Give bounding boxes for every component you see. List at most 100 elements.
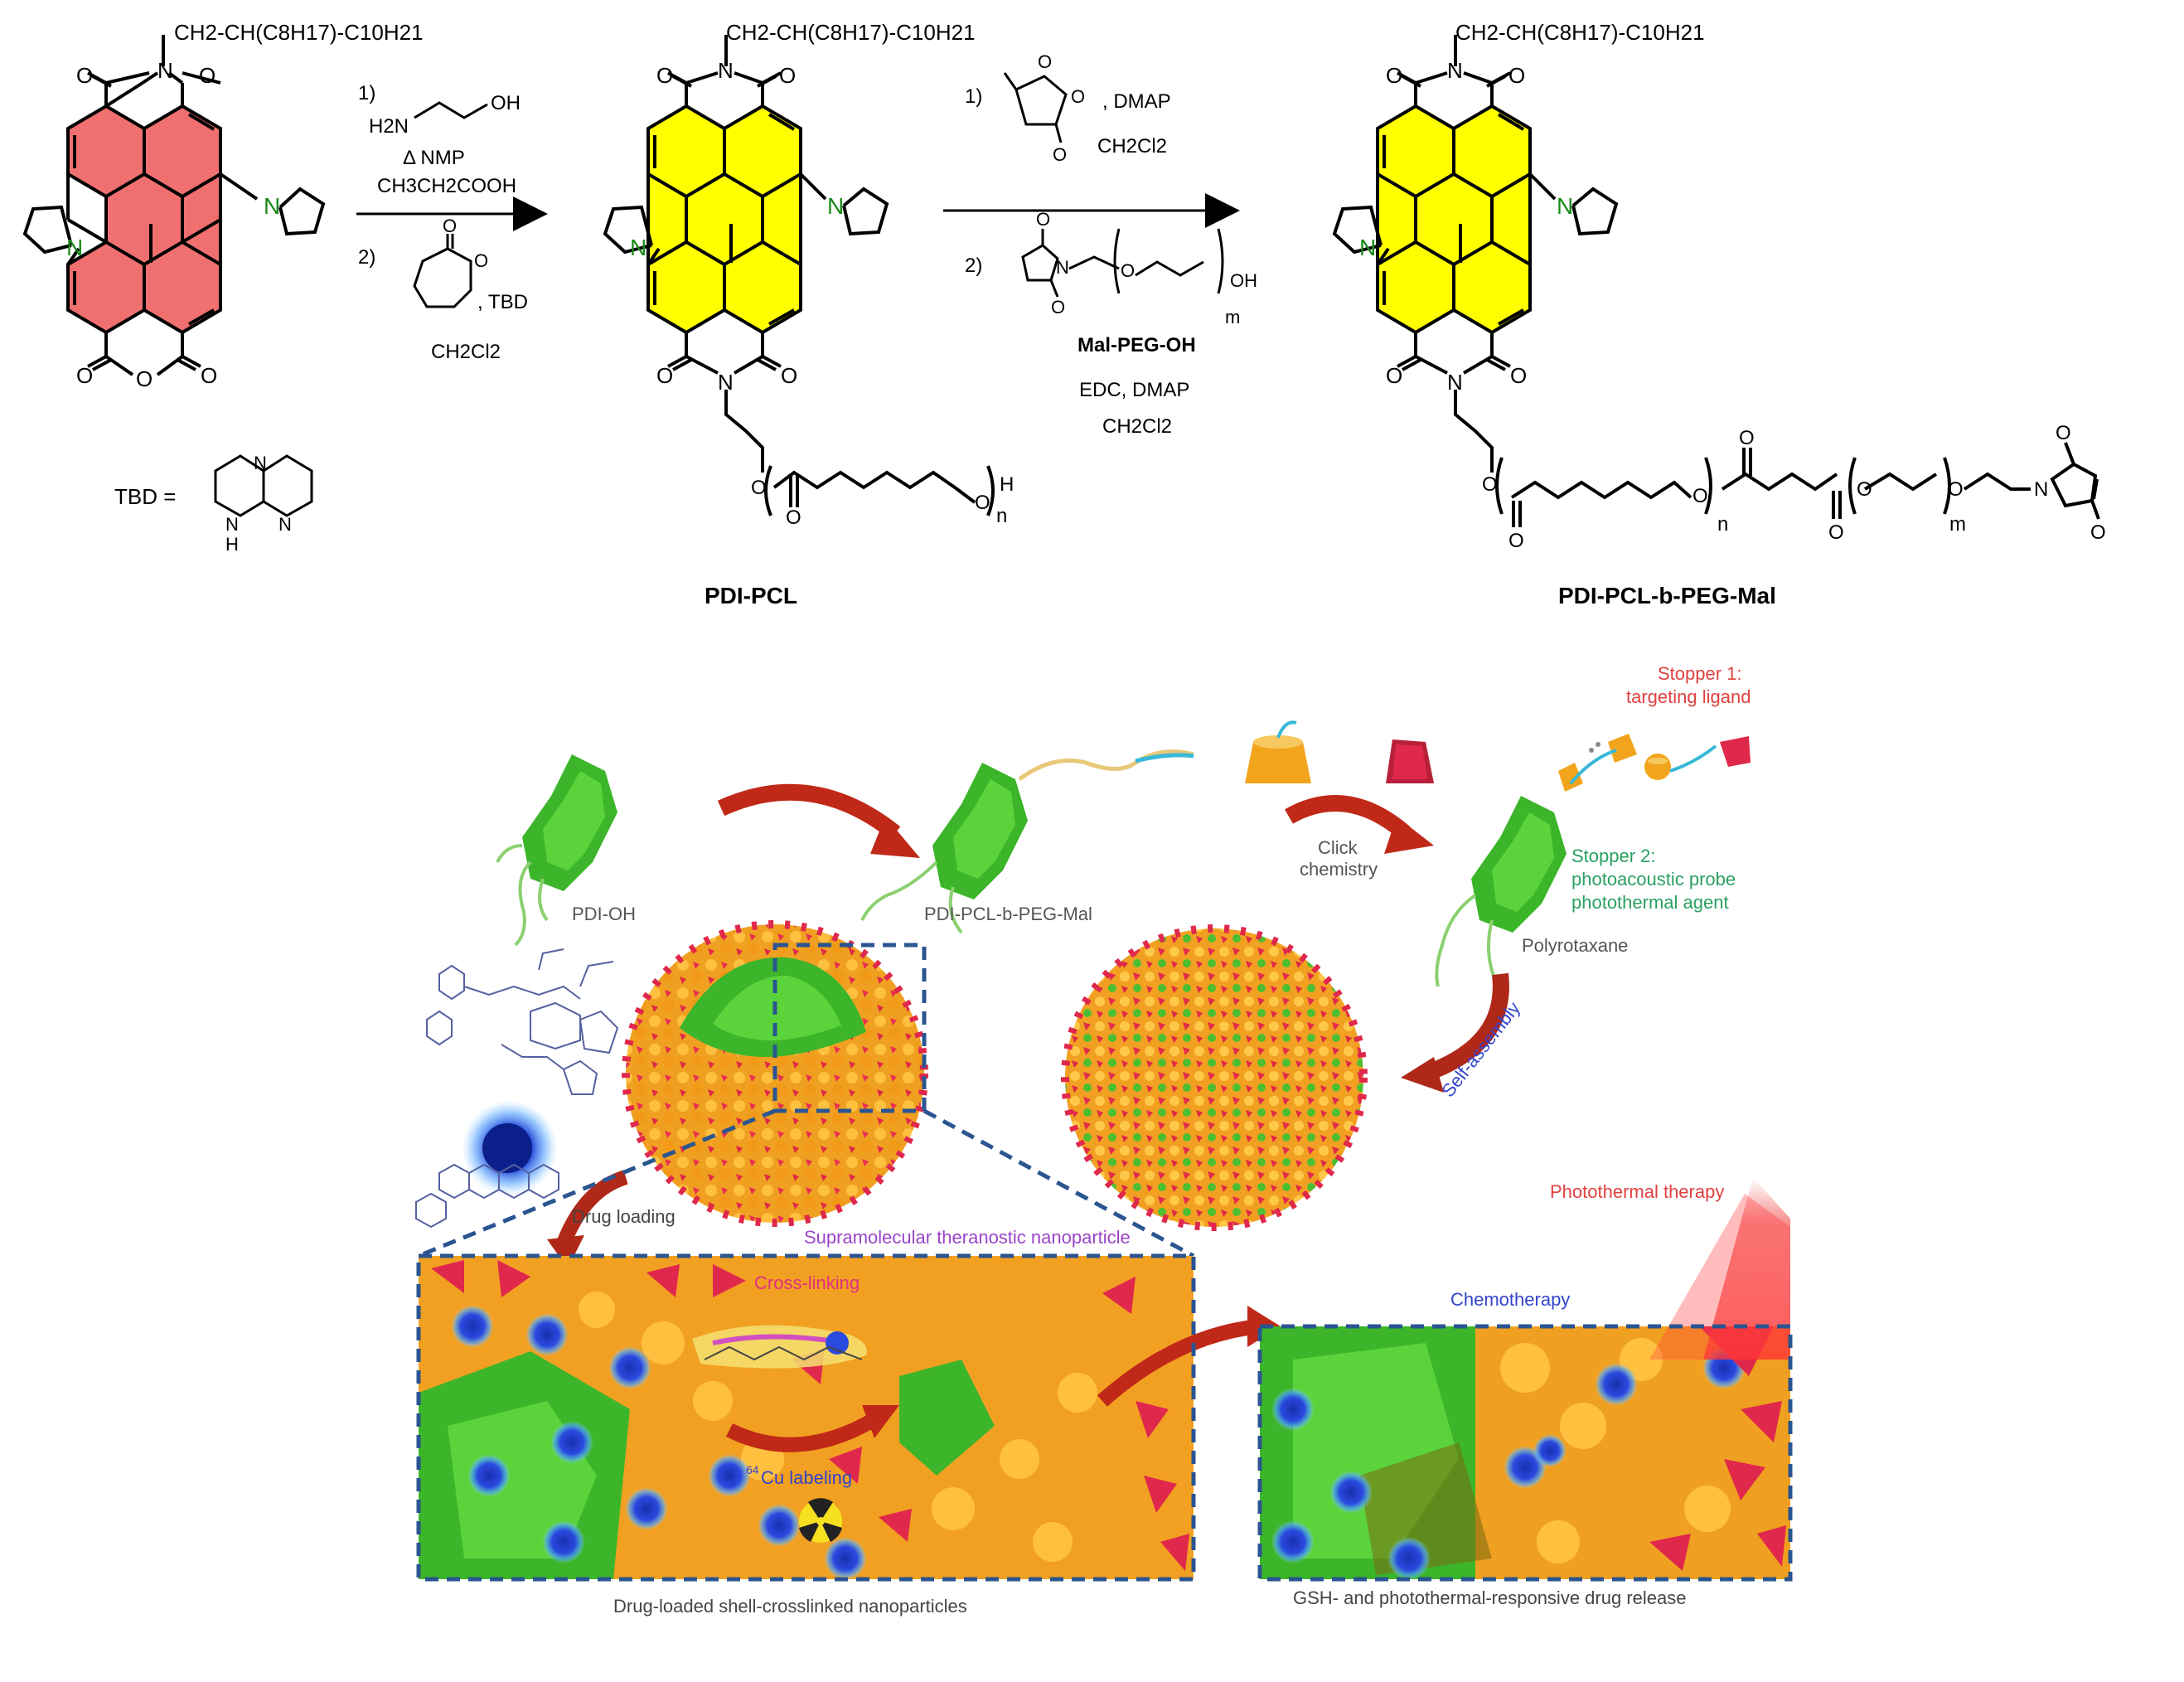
prod-o4: O	[1510, 363, 1527, 388]
label-pdi-pcl-peg: PDI-PCL-b-PEG-Mal	[924, 904, 1092, 924]
prod-n-mal: N	[2034, 478, 2048, 501]
arrow-self-assembly	[1422, 972, 1509, 1082]
pcl-n-left: N	[630, 235, 646, 260]
step2-m: m	[1225, 307, 1240, 327]
start-n-left: N	[66, 235, 83, 260]
arrow-step1	[717, 783, 901, 840]
step2-mal-n: N	[1056, 257, 1069, 278]
start-o2: O	[199, 63, 215, 88]
pcl-ester-o: O	[751, 477, 767, 499]
arrow-click-head	[1384, 817, 1434, 854]
step2-solvent1: CH2Cl2	[1097, 135, 1167, 158]
step2-num2: 2)	[965, 254, 982, 277]
caption-left: Drug-loaded shell-crosslinked nanopartic…	[613, 1596, 967, 1617]
pcl-carbonyl-o: O	[786, 507, 801, 529]
polyrotaxane-molecule	[1435, 734, 1751, 987]
prod-o7: O	[1692, 485, 1708, 507]
intermediate-pdi-pcl: CH2-CH(C8H17)-C10H21 N O O O N O N N O O…	[603, 20, 1014, 608]
prod-o2: O	[1508, 63, 1525, 88]
pcl-n-top: N	[718, 58, 734, 83]
label-chemistry: chemistry	[1300, 859, 1378, 880]
arrow-click	[1285, 795, 1411, 840]
step2-dmap: , DMAP	[1102, 90, 1171, 113]
label-cu-labeling: Cu labeling	[761, 1467, 852, 1488]
step2-line2: EDC, DMAP	[1079, 379, 1189, 401]
prod-o8: O	[1739, 427, 1755, 449]
prod-o6: O	[1508, 530, 1524, 552]
panel-release	[1260, 1326, 1790, 1580]
step2-succ-o3: O	[1053, 144, 1067, 165]
label-stopper2-line2: photoacoustic probe	[1571, 869, 1736, 889]
step1-oh: OH	[491, 92, 521, 114]
illustration: PDI-OH PDI-PCL-b-PEG-Mal Click chemis	[415, 663, 1793, 1617]
prod-n-left: N	[1359, 235, 1376, 260]
arrow-self-assembly-head	[1401, 1057, 1444, 1093]
label-stopper2-line1: Stopper 2:	[1571, 846, 1656, 866]
arrow-step1-head	[870, 817, 920, 858]
pcl-chain-o: O	[975, 492, 990, 514]
start-n-right: N	[264, 193, 280, 219]
step2-conditions: 1) O O O , DMAP CH2Cl2 2) O N O O OH m M…	[943, 51, 1257, 438]
label-supramolecular: Supramolecular theranostic nanoparticle	[804, 1227, 1131, 1248]
tbd-nh: N	[225, 514, 239, 535]
prod-alkyl-chain: CH2-CH(C8H17)-C10H21	[1455, 20, 1705, 45]
pdi-pcl-peg-mal-title: PDI-PCL-b-PEG-Mal	[1558, 583, 1776, 608]
pcl-h: H	[1000, 473, 1014, 496]
step1-conditions: 1) OH H2N Δ NMP CH3CH2COOH 2) O O , TBD …	[356, 82, 548, 363]
stopper-ligand-icon	[1386, 739, 1434, 783]
pcl-n-sub: n	[996, 505, 1007, 527]
step1-carbonyl-o: O	[443, 216, 457, 236]
label-stopper2-line3: photothermal agent	[1571, 892, 1729, 913]
prod-o5: O	[1482, 473, 1498, 496]
label-cross-linking: Cross-linking	[754, 1272, 860, 1293]
prod-o1: O	[1386, 63, 1402, 88]
arrow-release	[1097, 1319, 1261, 1407]
drug-paclitaxel	[426, 948, 619, 1095]
label-stopper1-line2: targeting ligand	[1626, 686, 1751, 707]
arrow-drug-loading	[556, 1170, 628, 1247]
pdi-oh-molecule	[496, 754, 617, 947]
prod-n-bottom: N	[1447, 370, 1463, 395]
panel-crosslinked-border	[416, 1253, 1196, 1582]
prod-o11: O	[1948, 478, 1964, 501]
prod-o10: O	[1857, 478, 1872, 501]
product-pdi-pcl-peg-mal: CH2-CH(C8H17)-C10H21 N O O O N O N N O O…	[1332, 20, 2106, 608]
label-photothermal: Photothermal therapy	[1550, 1181, 1724, 1202]
pcl-alkyl-chain: CH2-CH(C8H17)-C10H21	[726, 20, 976, 45]
panel-release-border	[1257, 1324, 1793, 1582]
label-stopper1-line1: Stopper 1:	[1658, 663, 1742, 684]
label-drug-loading: Drug loading	[572, 1206, 676, 1227]
step1-tbd: , TBD	[477, 291, 528, 313]
step1-num1: 1)	[358, 82, 375, 104]
zoom-line-right	[923, 1108, 1195, 1258]
pcl-o4: O	[781, 363, 797, 388]
crosslinker-molecule	[692, 1325, 867, 1369]
start-o1: O	[76, 63, 93, 88]
prod-o9: O	[1828, 521, 1844, 544]
radiation-icon	[799, 1498, 842, 1543]
arrow-crosslink	[725, 1415, 874, 1452]
tbd-n: N	[254, 453, 267, 473]
tbd-label: TBD =	[114, 484, 176, 509]
step2-solvent2: CH2Cl2	[1102, 415, 1172, 438]
start-o4: O	[136, 366, 153, 391]
step2-oh: OH	[1230, 270, 1257, 291]
pcl-n-right: N	[827, 193, 844, 219]
step2-peg-o: O	[1121, 260, 1135, 281]
start-n-top: N	[157, 58, 173, 83]
tbd-n2: N	[278, 514, 292, 535]
start-alkyl-chain: CH2-CH(C8H17)-C10H21	[174, 20, 424, 45]
prod-m-sub: m	[1949, 513, 1966, 536]
pcl-o1: O	[656, 63, 673, 88]
photothermal-beam	[1703, 1177, 1790, 1360]
nanoparticle-right	[1061, 924, 1368, 1231]
photothermal-beam-glow	[1649, 1194, 1790, 1360]
tbd-definition: TBD = N N H N	[114, 453, 313, 555]
label-chemotherapy: Chemotherapy	[1450, 1289, 1570, 1310]
prod-n-sub: n	[1717, 513, 1728, 536]
caption-right: GSH- and photothermal-responsive drug re…	[1293, 1587, 1686, 1608]
step1-line1: Δ NMP	[403, 147, 465, 169]
arrow-drug-loading-head	[547, 1235, 584, 1268]
label-self-assembly: Self-assembly	[1437, 998, 1524, 1101]
